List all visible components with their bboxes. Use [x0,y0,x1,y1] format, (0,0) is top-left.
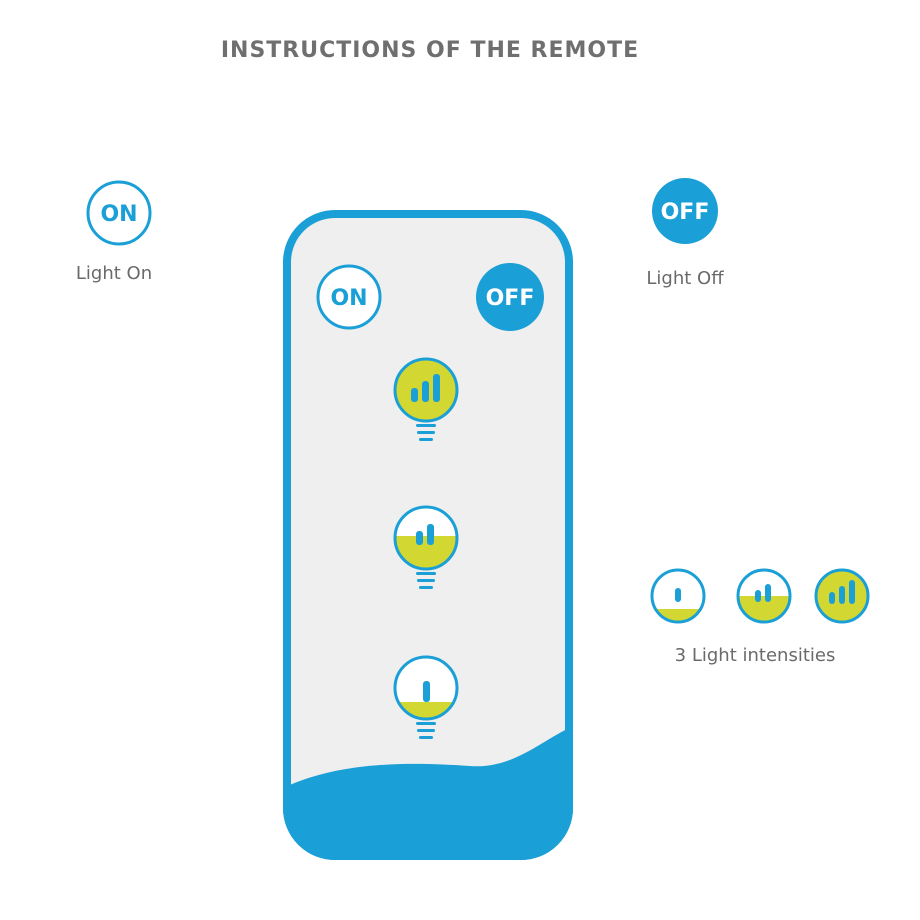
on-legend-badge: ON [100,202,137,227]
remote-on-button[interactable]: ON [316,264,382,330]
off-legend-badge: OFF [661,200,710,225]
off-legend-icon: OFF [652,178,718,244]
intensity-legend-icons [650,568,870,624]
light-bulb-icon [393,655,459,739]
intensity-medium-icon [736,568,792,624]
remote-on-label: ON [330,286,367,311]
off-legend-caption: Light Off [646,268,724,289]
page-title: INSTRUCTIONS OF THE REMOTE [220,38,640,63]
on-legend-icon: ON [86,180,152,246]
intensity-high-icon [814,568,870,624]
on-legend-caption: Light On [75,263,153,284]
intensity-legend-caption: 3 Light intensities [674,645,836,666]
intensity-low-icon [650,568,706,624]
intensity-low-button[interactable] [390,655,462,739]
remote-bottom-wave [283,720,573,860]
remote-control: ON OFF [283,210,573,860]
intensity-high-button[interactable] [393,357,459,441]
remote-off-label: OFF [486,286,535,311]
light-bulb-icon [393,357,459,441]
remote-off-button[interactable]: OFF [476,263,544,331]
